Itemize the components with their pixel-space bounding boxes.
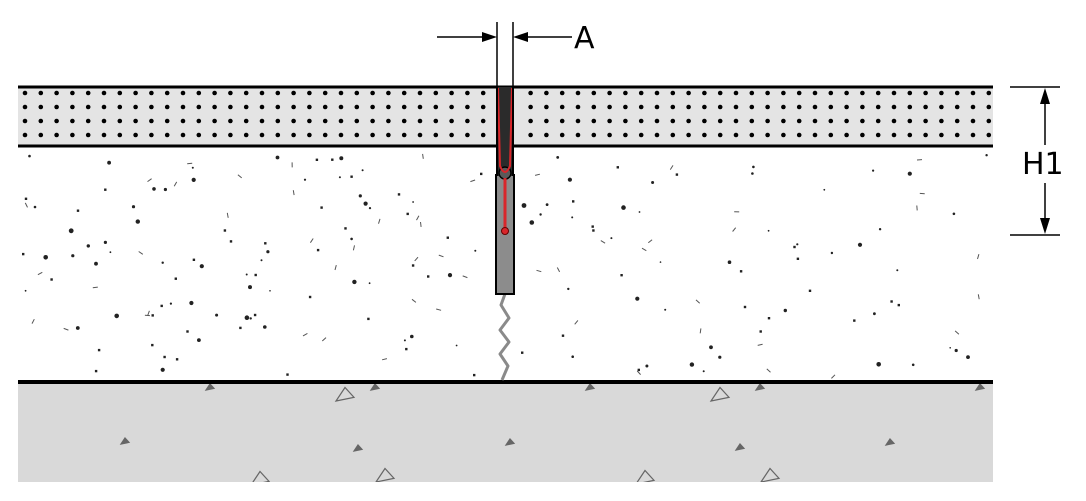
joint-sealant — [497, 87, 513, 173]
sealant-end — [501, 227, 509, 235]
subbase-aggregate-marks — [119, 383, 986, 482]
screed-dot-pattern — [22, 90, 992, 138]
concrete-aggregate-speckles — [22, 153, 988, 379]
dimension-h1: H1 — [1010, 86, 1064, 236]
induced-crack — [498, 293, 511, 381]
dimension-label-h1: H1 — [1022, 147, 1064, 182]
dimension-label-a: A — [574, 21, 595, 56]
subbase-layer — [18, 382, 993, 482]
saw-cut-gap — [497, 87, 513, 176]
dimension-a: A — [437, 21, 595, 86]
